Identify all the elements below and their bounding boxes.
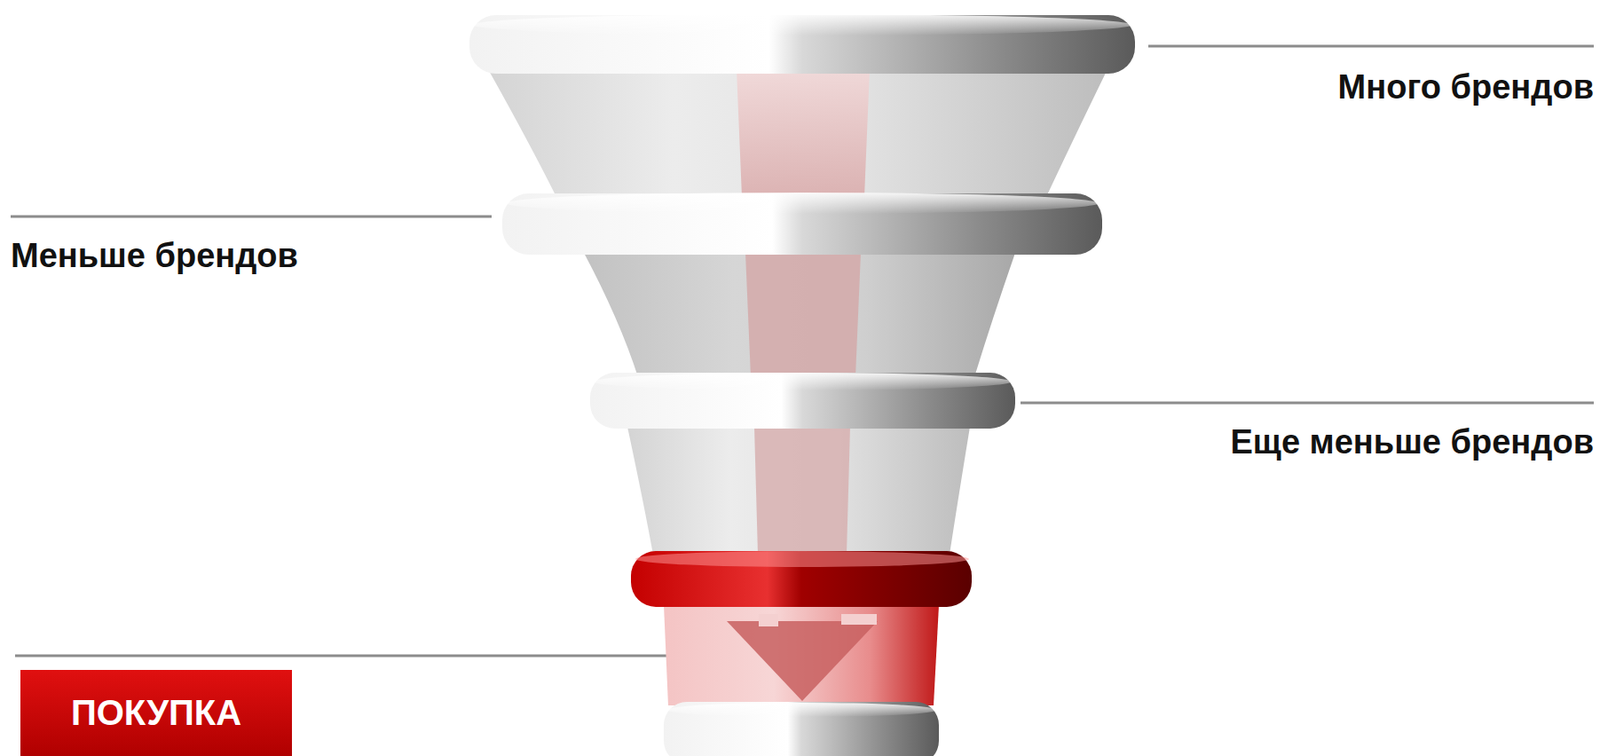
disk-highlight <box>667 702 938 718</box>
leader-line <box>1148 45 1594 48</box>
funnel-disk <box>502 193 1103 255</box>
arrow-notch <box>841 614 877 625</box>
down-arrow <box>726 621 878 702</box>
funnel-strip <box>736 69 870 198</box>
funnel-section <box>583 252 1016 378</box>
leader-line <box>15 654 669 658</box>
funnel-disk-red <box>630 551 972 607</box>
leader-line <box>10 215 492 219</box>
funnel-section <box>488 69 1108 198</box>
funnel-disk <box>469 15 1135 74</box>
funnel-section <box>663 605 939 706</box>
leader-line <box>1020 401 1594 405</box>
arrow-notch <box>758 614 779 627</box>
funnel-label: Меньше брендов <box>10 237 299 276</box>
disk-highlight <box>635 551 970 568</box>
funnel-disk <box>663 701 939 756</box>
funnel-label: Еще меньше брендов <box>1230 424 1594 462</box>
funnel-strip <box>745 252 861 378</box>
funnel-section <box>627 426 970 555</box>
funnel-label: Много брендов <box>1338 69 1594 107</box>
funnel-disk <box>590 372 1016 429</box>
node-text: ПОКУПКА <box>70 693 242 734</box>
funnel-strip <box>754 426 851 555</box>
disk-highlight <box>472 14 1133 36</box>
disk-highlight <box>505 192 1099 214</box>
purchase-box: ПОКУПКА <box>20 669 292 756</box>
disk-highlight <box>592 372 1012 391</box>
